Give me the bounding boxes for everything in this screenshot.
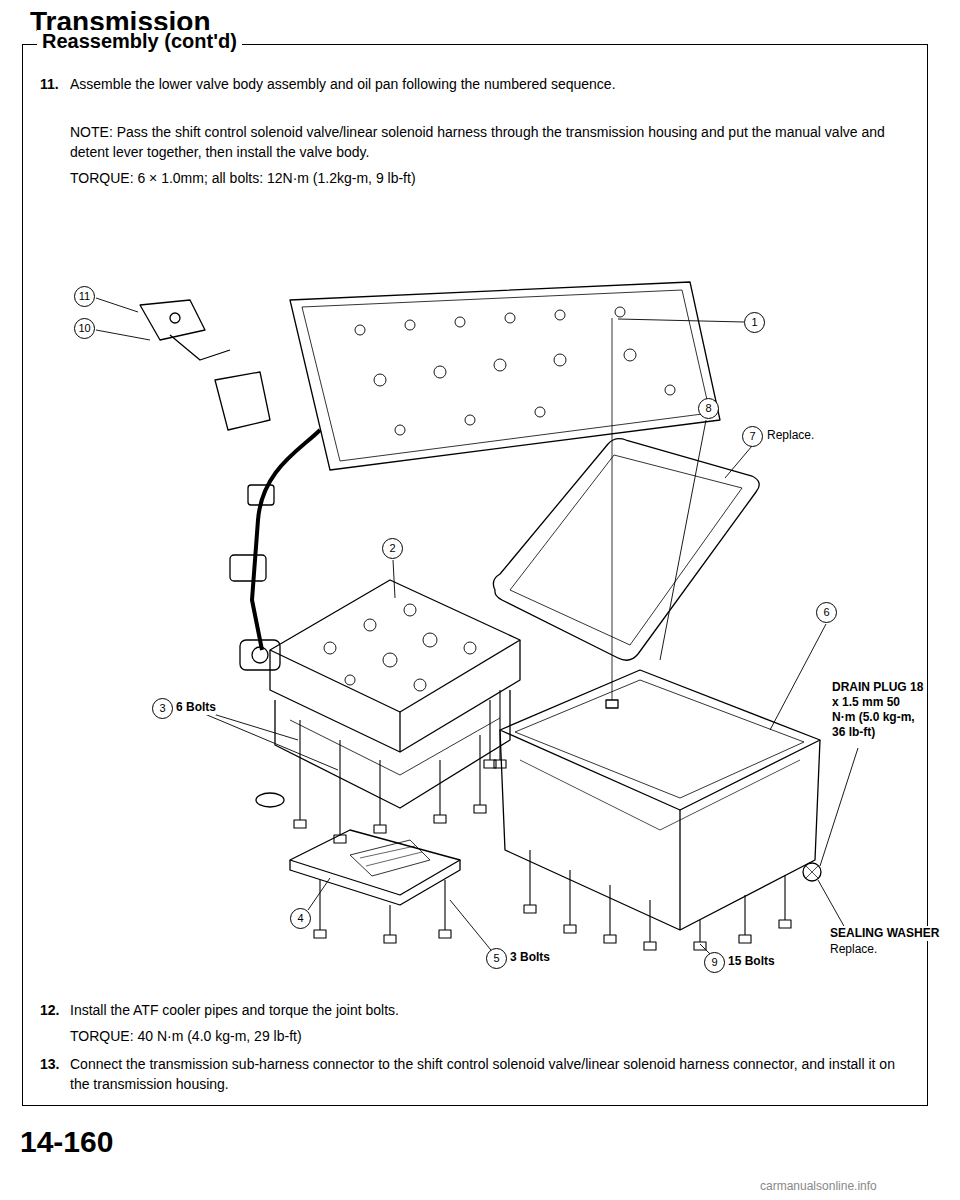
instruction-text: Install the ATF cooler pipes and torque … <box>70 1000 910 1020</box>
callout-number: 8 <box>698 398 719 419</box>
callout-number: 11 <box>74 286 95 307</box>
callout-number: 5 <box>486 948 507 969</box>
instruction-text: TORQUE: 40 N·m (4.0 kg-m, 29 lb-ft) <box>70 1026 910 1046</box>
step-number: 13. <box>40 1054 59 1074</box>
part-note: Replace. <box>767 428 814 443</box>
section-heading: Reassembly (cont'd) <box>37 30 242 53</box>
callout-number: 6 <box>816 602 837 623</box>
callout-number: 10 <box>74 318 95 339</box>
callout-number: 3 <box>152 698 173 719</box>
part-label: DRAIN PLUG 18 x 1.5 mm 50 N·m (5.0 kg-m,… <box>832 680 924 740</box>
callout-number: 4 <box>290 908 311 929</box>
step-number: 11. <box>40 74 59 94</box>
instruction-text: Assemble the lower valve body assembly a… <box>70 74 910 94</box>
part-label: 15 Bolts <box>728 954 775 969</box>
instruction-text: TORQUE: 6 × 1.0mm; all bolts: 12N·m (1.2… <box>70 168 910 188</box>
part-note: Replace. <box>830 942 877 957</box>
part-label: SEALING WASHER <box>830 926 939 941</box>
callout-number: 1 <box>744 312 765 333</box>
step-number: 12. <box>40 1000 59 1020</box>
callout-number: 2 <box>382 538 403 559</box>
part-label: 3 Bolts <box>510 950 550 965</box>
part-label: 6 Bolts <box>176 700 216 715</box>
section-frame: Reassembly (cont'd) <box>22 44 928 1106</box>
watermark: carmanualsonline.info <box>760 1178 877 1195</box>
page-number: 14-160 <box>20 1120 113 1164</box>
callout-number: 7 <box>742 426 763 447</box>
instruction-text: NOTE: Pass the shift control solenoid va… <box>70 122 910 163</box>
instruction-text: Connect the transmission sub-harness con… <box>70 1054 910 1095</box>
callout-number: 9 <box>704 952 725 973</box>
